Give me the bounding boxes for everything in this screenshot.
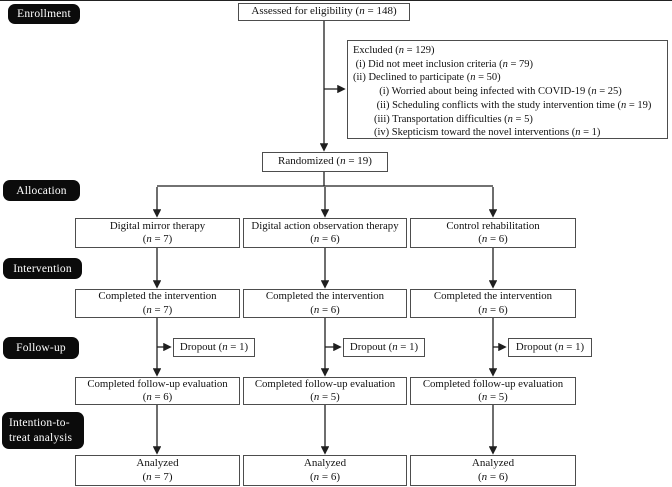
excluded-line: (i) Worried about being infected with CO… [353,86,622,98]
dropout-text: Dropout (n = 1) [349,340,419,353]
analyzed-n: (n = 6) [309,470,341,483]
analyzed-title: Analyzed [303,456,347,469]
analyzed-n: (n = 7) [142,470,173,483]
itt-label-line1: Intention-to- [9,416,70,429]
allocation-box-control-rehabilitation: Control rehabilitation (n = 6) [410,218,576,248]
excluded-line: (iii) Transportation difficulties (n = 5… [353,113,533,125]
followup-box-col3: Completed follow-up evaluation (n = 5) [410,377,576,405]
stage-label-followup: Follow-up [3,337,79,359]
followup-box-col2: Completed follow-up evaluation (n = 5) [243,377,407,405]
allocation-box-digital-action-observation: Digital action observation therapy (n = … [243,218,407,248]
allocation-box-digital-mirror-therapy: Digital mirror therapy (n = 7) [75,218,240,248]
excluded-line: (ii) Scheduling conflicts with the study… [353,99,652,111]
intervention-title: Completed the intervention [265,290,385,303]
intervention-n: (n = 7) [142,303,173,316]
followup-n: (n = 5) [310,391,340,403]
intervention-n: (n = 6) [310,303,340,316]
allocation-n: (n = 6) [478,233,508,245]
assessed-eligibility-box: Assessed for eligibility (n = 148) [238,3,410,21]
followup-n: (n = 6) [142,391,173,403]
stage-label-allocation: Allocation [3,180,80,201]
stage-label-intervention: Intervention [3,258,82,279]
followup-title: Completed follow-up evaluation [87,377,228,390]
intervention-title: Completed the intervention [98,290,217,303]
analyzed-box-col1: Analyzed (n = 7) [75,455,240,486]
intervention-box-col2: Completed the intervention (n = 6) [243,289,407,318]
followup-title: Completed follow-up evaluation [254,377,396,390]
excluded-line: Excluded (n = 129) [353,45,435,56]
excluded-box: Excluded (n = 129) (i) Did not meet incl… [347,40,668,139]
itt-label-line2: treat analysis [9,431,73,444]
allocation-title: Control rehabilitation [446,219,540,232]
dropout-box-col3: Dropout (n = 1) [508,338,592,357]
analyzed-n: (n = 6) [477,470,509,483]
stage-label-intention-to-treat: Intention-to- treat analysis [2,412,84,449]
allocation-n: (n = 7) [142,233,173,245]
followup-box-col1: Completed follow-up evaluation (n = 6) [75,377,240,405]
analyzed-box-col3: Analyzed (n = 6) [410,455,576,486]
analyzed-title: Analyzed [471,456,515,469]
intervention-box-col1: Completed the intervention (n = 7) [75,289,240,318]
followup-title: Completed follow-up evaluation [422,377,564,390]
figure-top-border [0,0,672,1]
allocation-n: (n = 6) [310,233,340,245]
allocation-title: Digital action observation therapy [251,219,399,232]
analyzed-title: Analyzed [136,456,179,469]
dropout-box-col1: Dropout (n = 1) [173,338,255,357]
excluded-line: (iv) Skepticism toward the novel interve… [353,127,601,139]
dropout-box-col2: Dropout (n = 1) [343,338,425,357]
stage-label-enrollment: Enrollment [8,4,80,24]
randomized-text: Randomized (n = 19) [278,155,372,168]
dropout-text: Dropout (n = 1) [515,340,585,353]
excluded-line: (i) Did not meet inclusion criteria (n =… [353,58,534,70]
intervention-n: (n = 6) [478,303,508,316]
dropout-text: Dropout (n = 1) [179,340,249,353]
allocation-title: Digital mirror therapy [109,219,206,232]
analyzed-box-col2: Analyzed (n = 6) [243,455,407,486]
followup-n: (n = 5) [478,391,508,403]
randomized-box: Randomized (n = 19) [262,152,388,172]
assessed-eligibility-text: Assessed for eligibility (n = 148) [251,5,397,18]
intervention-title: Completed the intervention [433,290,553,303]
excluded-line: (ii) Declined to participate (n = 50) [353,72,501,84]
intervention-box-col3: Completed the intervention (n = 6) [410,289,576,318]
